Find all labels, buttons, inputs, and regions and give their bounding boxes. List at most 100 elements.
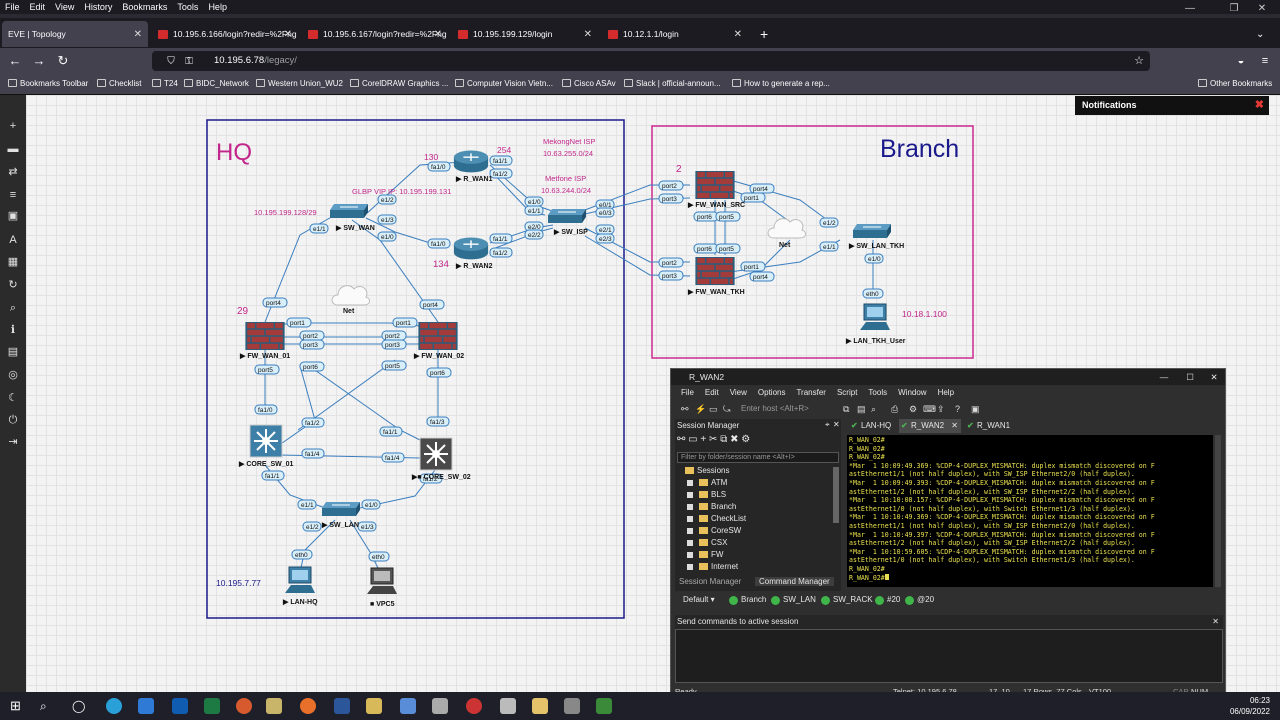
expand-icon[interactable] [687,540,693,546]
bookmark-item[interactable]: Western Union_WU2 [256,79,343,88]
tab-login-166[interactable]: 10.195.6.166/login?redir=%2Fng✕ [152,21,298,47]
explorer-icon[interactable] [266,698,282,714]
reconnect-icon[interactable]: ⤿ [723,404,731,414]
startup-config-icon[interactable]: ≡ [9,189,17,201]
new-tab-button[interactable]: + [760,26,769,42]
tab-login-167[interactable]: 10.195.6.167/login?redir=%2Fng✕ [302,21,448,47]
expand-icon[interactable] [687,516,693,522]
new-folder-icon[interactable]: ▭ [688,434,698,445]
back-button[interactable]: ← [8,53,22,68]
close-tab-icon[interactable]: ✕ [133,28,142,40]
crt-menu-view[interactable]: View [729,388,747,397]
other-bookmarks[interactable]: Other Bookmarks [1198,79,1272,88]
tab-eve-topology[interactable]: EVE | Topology✕ [2,21,148,47]
lock-lab-icon[interactable]: ◎ [8,369,18,381]
folder-icon[interactable] [532,698,548,714]
tree-folder[interactable]: CoreSW [681,525,831,537]
close-tab-icon[interactable]: ✕ [433,28,442,40]
app-icon[interactable] [400,698,416,714]
notes-icon[interactable] [366,698,382,714]
close-tab-icon[interactable]: ✕ [951,421,958,430]
tree-scrollbar[interactable] [833,467,839,523]
expand-icon[interactable] [687,492,693,498]
zoom-icon[interactable]: ⌕ [9,302,17,314]
restore-icon[interactable]: ❐ [1229,3,1239,14]
word-icon[interactable] [334,698,350,714]
power-icon[interactable]: ⏻ [8,414,18,426]
tree-folder[interactable]: BLS [681,489,831,501]
button-branch[interactable]: Branch [729,595,766,605]
button-sw-rack[interactable]: SW_RACK [821,595,873,605]
crt-titlebar[interactable]: R_WAN2 — ☐ ✕ [671,369,1225,385]
crt-menu-tools[interactable]: Tools [868,388,888,397]
close-icon[interactable]: ✕ [1210,372,1218,382]
bookmark-item[interactable]: Checklist [97,79,141,88]
recorder-icon[interactable] [466,698,482,714]
menu-history[interactable]: History [84,2,113,12]
tab-login-199[interactable]: 10.195.199.129/login✕ [452,21,598,47]
keymap-icon[interactable]: ⌨ [923,404,936,414]
button-sw-lan[interactable]: SW_LAN [771,595,816,605]
tree-folder[interactable]: FW [681,549,831,561]
connect-icon[interactable]: ⚯ [677,434,686,445]
tab-session-manager[interactable]: Session Manager [679,577,742,586]
firefox-icon[interactable] [300,698,316,714]
close-notifications-icon[interactable]: ✖ [1254,99,1264,111]
crt-menu-transfer[interactable]: Transfer [796,388,826,397]
menu-edit[interactable]: Edit [29,2,46,12]
bookmark-star-icon[interactable]: ☆ [1134,55,1144,67]
excel-icon[interactable] [204,698,220,714]
menu-file[interactable]: File [5,2,20,12]
reload-button[interactable]: ↻ [57,53,69,68]
nodes-icon[interactable]: ▬ [7,143,19,155]
tab-lan-hq[interactable]: ✔LAN-HQ [849,419,897,433]
menu-view[interactable]: View [55,2,75,12]
app-menu-icon[interactable]: ≡ [1261,55,1269,67]
bookmark-item[interactable]: Slack | official-announ... [624,79,721,88]
connect-icon[interactable]: ⚯ [681,404,689,414]
add-object-icon[interactable]: + [9,120,17,132]
cut-icon[interactable]: ✂ [709,434,718,445]
tab-command-manager[interactable]: Command Manager [755,577,834,586]
crt-menu-options[interactable]: Options [757,388,786,397]
app-icon[interactable] [500,698,516,714]
lock-icon[interactable]: ⚿ [185,56,193,67]
button-20[interactable]: #20 [875,595,900,605]
task-view-icon[interactable]: ◯ [72,699,86,713]
sftp-icon[interactable]: ⇪ [937,404,945,414]
search-icon[interactable]: ⌕ [40,699,47,713]
close-tab-icon[interactable]: ✕ [583,28,592,40]
minimize-icon[interactable]: — [1185,3,1195,14]
close-window-icon[interactable]: ✕ [1257,3,1267,14]
tree-folder[interactable]: CheckList [681,513,831,525]
telegram-icon[interactable] [106,698,122,714]
properties-icon[interactable]: ⚙ [741,434,751,445]
outlook-icon[interactable] [172,698,188,714]
minimize-icon[interactable]: — [1159,372,1169,382]
find-icon[interactable]: ⌕ [871,404,877,414]
url-bar[interactable]: 10.195.6.78/legacy/ [152,51,1150,71]
quick-connect-icon[interactable]: ⚡ [695,404,707,414]
list-tabs-icon[interactable]: ⌄ [1256,28,1265,40]
pictures-icon[interactable]: ▣ [7,210,19,222]
expand-icon[interactable] [687,480,693,486]
text-icon[interactable]: A [9,234,17,246]
crt-menu-edit[interactable]: Edit [704,388,719,397]
menu-bookmarks[interactable]: Bookmarks [122,2,168,12]
close-tab-icon[interactable]: ✕ [283,28,292,40]
app-icon[interactable] [432,698,448,714]
bookmark-item[interactable]: Bookmarks Toolbar [8,79,88,88]
refresh-icon[interactable]: ↻ [8,279,18,291]
tree-folder[interactable]: Internet [681,561,831,573]
settings-icon[interactable]: ⚙ [909,404,918,414]
vpn-icon[interactable] [138,698,154,714]
session-filter-input[interactable]: Filter by folder/session name <Alt+I> [677,452,839,463]
tree-folder[interactable]: CSX [681,537,831,549]
bookmark-item[interactable]: BIDC_Network [184,79,249,88]
app-icon[interactable] [236,698,252,714]
bookmark-item[interactable]: CorelDRAW Graphics ... [350,79,448,88]
windows-start-icon[interactable]: ⊞ [10,698,21,713]
tab-login-12[interactable]: 10.12.1.1/login✕ [602,21,748,47]
tree-folder[interactable]: Branch [681,501,831,513]
tree-folder[interactable]: ATM [681,477,831,489]
